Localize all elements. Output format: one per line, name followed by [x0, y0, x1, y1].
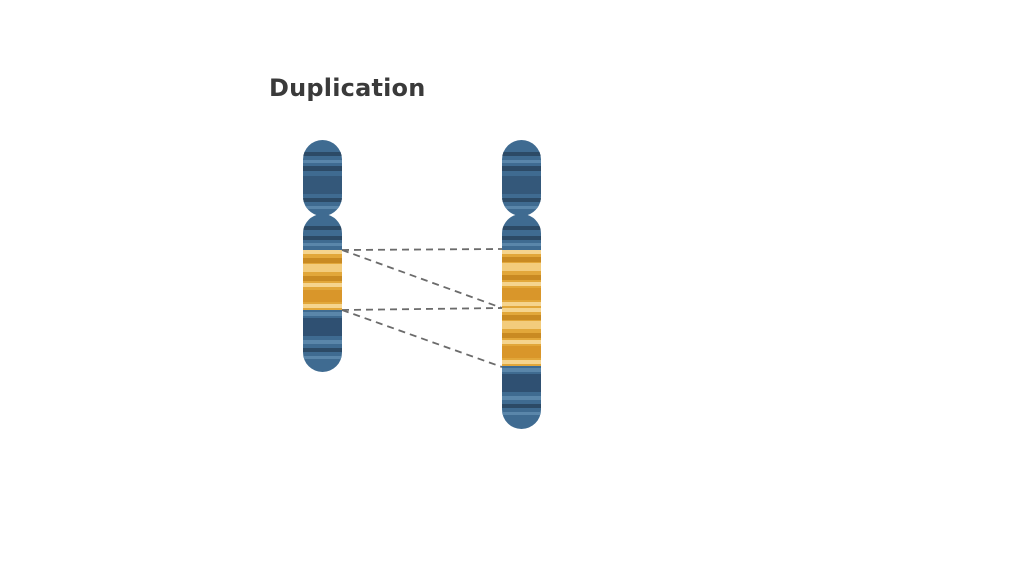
connector-lines	[341, 248, 503, 368]
original-chromosome	[303, 140, 342, 372]
connector-top-to-top	[341, 248, 503, 251]
connector-bottom-to-bottom	[341, 309, 503, 368]
segment-copy-2	[502, 308, 541, 366]
segment-copy-1	[502, 250, 541, 308]
duplicated-chromosome	[502, 140, 541, 429]
connector-bottom-to-middle	[341, 307, 503, 311]
original-segment	[303, 250, 342, 310]
connector-top-to-middle	[341, 249, 503, 309]
diagram-title: Duplication	[269, 74, 426, 102]
